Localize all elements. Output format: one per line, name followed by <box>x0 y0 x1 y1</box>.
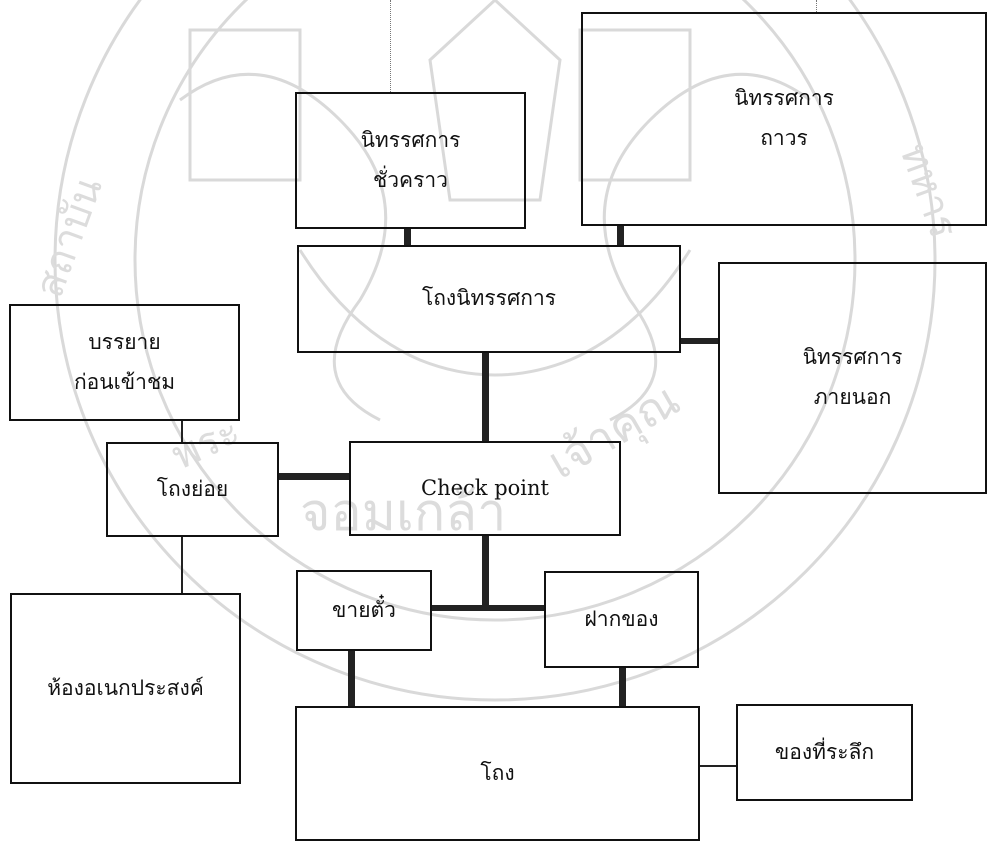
node-outdoor-exhibition: นิทรรศการ ภายนอก <box>718 262 987 494</box>
node-permanent-exhibition: นิทรรศการ ถาวร <box>581 12 987 226</box>
top-dotted-line-right <box>816 0 817 14</box>
node-label-line2: ชั่วคราว <box>373 167 448 192</box>
connector-hall-to-outdoor <box>680 338 720 344</box>
node-ticket-sales: ขายตั๋ว <box>296 570 432 651</box>
node-label-line1: นิทรรศการ <box>360 127 461 152</box>
connector-ticket-to-mainhall <box>348 650 355 708</box>
node-label-line1: นิทรรศการ <box>802 345 903 370</box>
node-label: ของที่ระลึก <box>774 739 875 764</box>
connector-hall-to-checkpoint <box>482 352 489 442</box>
node-label: ฝากของ <box>584 606 659 631</box>
node-label: โถงนิทรรศการ <box>421 286 557 311</box>
node-sub-hall: โถงย่อย <box>106 442 279 537</box>
node-check-point: Check point <box>349 441 621 536</box>
node-cloakroom: ฝากของ <box>544 571 699 668</box>
node-label-line2: ภายนอก <box>813 385 892 409</box>
node-label-line1: นิทรรศการ <box>734 86 834 111</box>
node-label: โถง <box>480 760 515 785</box>
node-souvenir: ของที่ระลึก <box>736 704 913 801</box>
node-main-hall: โถง <box>295 706 700 841</box>
node-label-line1: บรรยาย <box>88 329 161 354</box>
node-temporary-exhibition: นิทรรศการ ชั่วคราว <box>295 92 526 229</box>
node-label-line2: ถาวร <box>760 126 808 150</box>
connector-temp-to-hall <box>404 228 411 246</box>
node-label: Check point <box>421 475 549 500</box>
node-label: ขายตั๋ว <box>332 597 396 622</box>
connector-cloak-to-mainhall <box>619 667 626 708</box>
connector-subhall-to-checkpoint <box>278 473 351 480</box>
node-briefing: บรรยาย ก่อนเข้าชม <box>9 304 240 421</box>
node-label: ห้องอเนกประสงค์ <box>47 675 204 700</box>
connector-subhall-to-multipurpose <box>181 536 183 594</box>
svg-text:สถาบัน: สถาบัน <box>26 171 112 303</box>
connector-perm-to-hall <box>617 225 624 246</box>
connector-ticket-cloak <box>430 605 546 611</box>
node-label-line2: ก่อนเข้าชม <box>73 369 176 394</box>
connector-checkpoint-down <box>482 535 489 610</box>
node-multipurpose-room: ห้องอเนกประสงค์ <box>10 593 241 784</box>
connector-briefing-to-subhall <box>181 420 183 444</box>
connector-mainhall-to-souvenir <box>698 765 738 767</box>
node-label: โถงย่อย <box>156 476 229 501</box>
node-exhibition-hall: โถงนิทรรศการ <box>297 245 681 353</box>
top-dotted-line-left <box>390 0 391 92</box>
